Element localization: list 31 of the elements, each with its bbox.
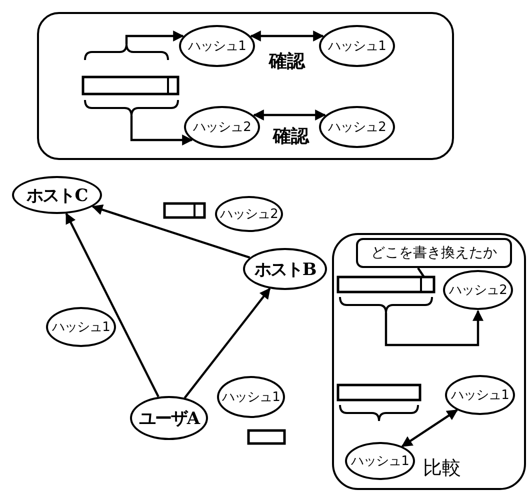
data-bar-drawing	[337, 385, 421, 421]
hash-ellipse: ハッシュ2	[184, 106, 260, 148]
hash-ellipse: ハッシュ1	[46, 307, 116, 347]
speech-callout: どこを書き換えたか	[356, 238, 512, 268]
arrow	[184, 288, 271, 399]
arrow	[401, 409, 458, 448]
host-ellipse: ユーザA	[130, 396, 208, 440]
hash-ellipse: ハッシュ1	[345, 442, 415, 480]
hash-ellipse: ハッシュ1	[217, 376, 285, 418]
arrow	[252, 110, 326, 120]
arrow	[130, 116, 194, 146]
hash-ellipse: ハッシュ1	[319, 25, 395, 67]
host-ellipse: ホストB	[243, 248, 327, 290]
arrow	[65, 212, 160, 398]
edge-label: 確認	[268, 52, 306, 72]
arrow	[250, 30, 324, 42]
rounded-panel	[332, 233, 526, 490]
arrow	[92, 204, 250, 259]
arrow	[384, 310, 484, 346]
hash-ellipse: ハッシュ2	[215, 196, 283, 232]
hash-ellipse: ハッシュ1	[179, 25, 255, 67]
rounded-panel	[37, 12, 454, 160]
edge-label: 確認	[272, 127, 310, 147]
data-bar-drawing	[337, 277, 435, 313]
hash-ellipse: ハッシュ2	[443, 270, 513, 310]
host-ellipse: ホストC	[12, 176, 102, 214]
arrow	[125, 30, 184, 44]
edge-label: 比較	[422, 458, 462, 478]
hash-ellipse: ハッシュ1	[445, 375, 515, 415]
hash-ellipse: ハッシュ2	[319, 106, 395, 148]
data-bar-drawing	[82, 44, 180, 116]
